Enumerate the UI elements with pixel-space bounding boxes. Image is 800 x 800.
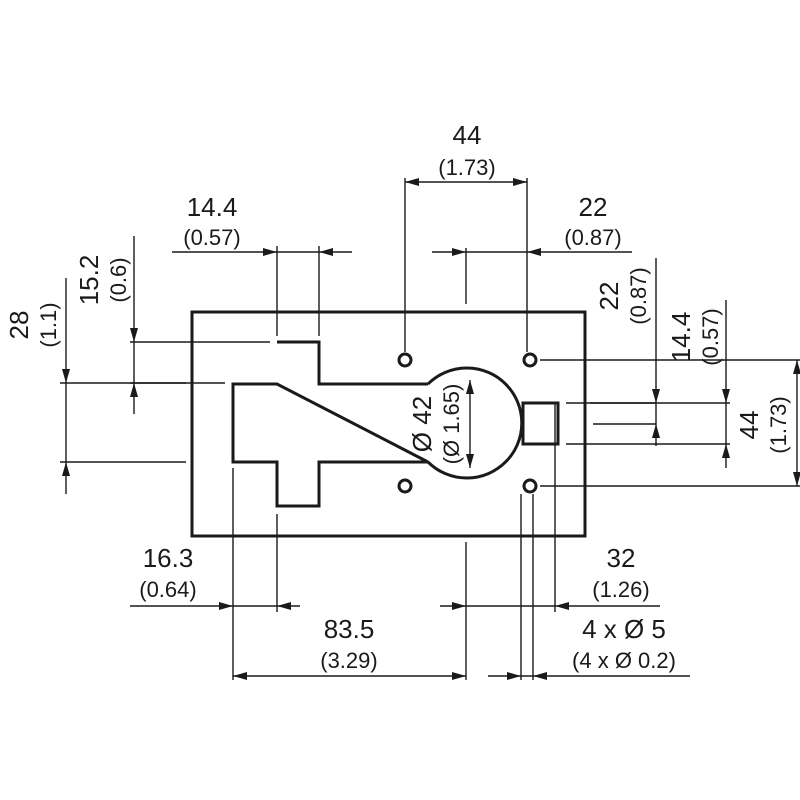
dim-16-3-mm: 16.3 xyxy=(143,543,194,573)
dim-44-top-inch: (1.73) xyxy=(438,155,495,180)
dim-14-4-right-inch: (0.57) xyxy=(698,308,723,365)
dim-bore-diameter-mm: Ø 42 xyxy=(407,396,437,452)
dim-bore-diameter-inch: (Ø 1.65) xyxy=(439,384,464,465)
mounting-hole xyxy=(522,352,538,368)
dim-15-2-mm: 15.2 xyxy=(74,255,104,306)
mounting-hole xyxy=(397,478,413,494)
mounting-hole xyxy=(522,478,538,494)
dim-28-inch: (1.1) xyxy=(36,302,61,347)
dim-holes-inch: (4 x Ø 0.2) xyxy=(572,648,676,673)
dim-28-mm: 28 xyxy=(4,311,34,340)
dim-holes-mm: 4 x Ø 5 xyxy=(582,614,666,644)
dim-44-top-mm: 44 xyxy=(453,120,482,150)
dim-22-top-mm: 22 xyxy=(579,192,608,222)
mounting-hole xyxy=(397,352,413,368)
dim-14-4-right-mm: 14.4 xyxy=(666,312,696,363)
dim-83-5-inch: (3.29) xyxy=(320,648,377,673)
dim-14-4-top-mm: 14.4 xyxy=(187,192,238,222)
dim-22-right-inch: (0.87) xyxy=(626,267,651,324)
dim-22-right-mm: 22 xyxy=(594,282,624,311)
extension-lines xyxy=(60,178,800,680)
dim-44-right-inch: (1.73) xyxy=(766,396,791,453)
dim-32-mm: 32 xyxy=(607,543,636,573)
dim-15-2-inch: (0.6) xyxy=(106,257,131,302)
dim-14-4-top-inch: (0.57) xyxy=(183,225,240,250)
arrowheads xyxy=(62,178,800,680)
dim-32-inch: (1.26) xyxy=(592,577,649,602)
cross-cutout xyxy=(231,340,429,508)
dim-22-top-inch: (0.87) xyxy=(564,225,621,250)
dim-44-right-mm: 44 xyxy=(734,411,764,440)
slot-cutout xyxy=(521,401,560,446)
dim-16-3-inch: (0.64) xyxy=(139,577,196,602)
plate-outline xyxy=(190,310,587,538)
dim-83-5-mm: 83.5 xyxy=(324,614,375,644)
